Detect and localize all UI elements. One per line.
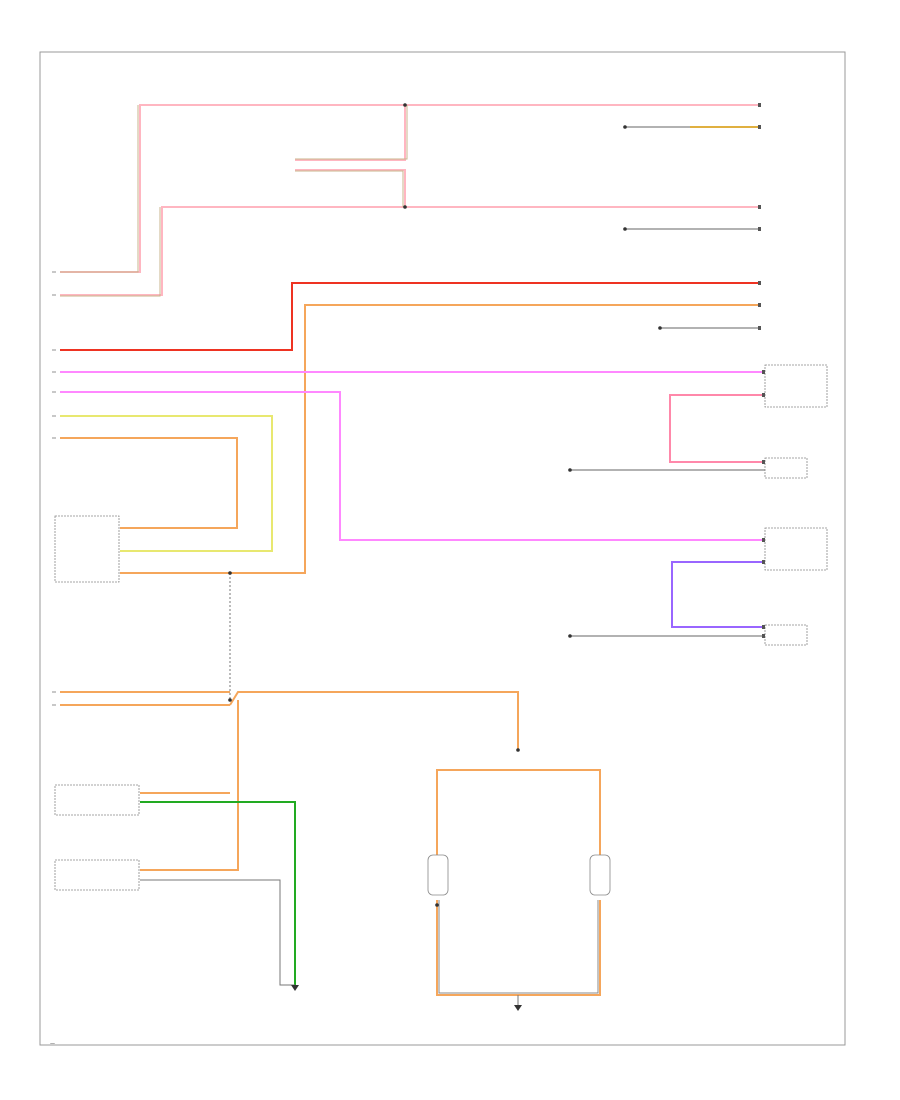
left-loops: [60, 415, 273, 552]
splice-dot: [568, 468, 572, 472]
splice-dot: [623, 227, 627, 231]
splice-dot: [623, 125, 627, 129]
pin: [762, 560, 765, 564]
wire-splice-branch-b-tan: [295, 170, 404, 207]
splice-dot: [403, 205, 407, 209]
ground-icon: [514, 1005, 522, 1011]
switch-module-left: [54, 515, 120, 583]
wire-tan-lower: [60, 207, 161, 297]
splice-dot: [228, 698, 232, 702]
left-connector-ticks: [52, 271, 56, 706]
wire-lamp-bottom: [436, 900, 601, 996]
wire-splice-branch-a: [295, 105, 406, 161]
wire-orange-loop: [60, 437, 238, 529]
pin: [758, 281, 761, 285]
pin: [758, 303, 761, 307]
pin: [762, 634, 765, 638]
pin: [758, 326, 761, 330]
wire-orange-feed-top: [120, 304, 760, 574]
pin: [762, 538, 765, 542]
wire-orange-down-right: [140, 700, 239, 871]
wire-orange-to-lamps: [229, 691, 519, 750]
splice-dot: [516, 748, 520, 752]
pin: [762, 393, 765, 397]
splice-dot: [435, 903, 439, 907]
pin: [758, 125, 761, 129]
splice-dot: [658, 326, 662, 330]
lower-feed: [60, 573, 519, 986]
wire-green-ground: [140, 801, 296, 985]
pin: [762, 370, 765, 374]
connector-right-mid: [764, 457, 808, 479]
wire-violet-return-lower: [671, 561, 765, 628]
lamp-bulb-right: [589, 854, 611, 896]
pin: [758, 227, 761, 231]
connector-right-bottom: [764, 624, 808, 646]
top-fused-circuits: [60, 104, 760, 329]
red-orange-feeds: [60, 282, 760, 574]
components: [54, 364, 828, 896]
splices: [228, 103, 662, 907]
footer-tag: —: [50, 1041, 55, 1047]
wire-pink-upper: [60, 104, 760, 273]
splice-dot: [228, 571, 232, 575]
connector-right-lower: [764, 527, 828, 571]
splice-dot: [403, 103, 407, 107]
wire-lamp-top: [436, 769, 601, 860]
wire-splice-branch-b: [295, 169, 406, 207]
diagram-border: [39, 51, 846, 1046]
wire-lamp-bottom-gray: [438, 900, 599, 994]
wire-red-feed: [60, 282, 760, 351]
wire-magenta-return-upper: [669, 394, 765, 463]
pin: [762, 460, 765, 464]
ground-icon: [291, 985, 299, 991]
wire-magenta-lower: [60, 391, 765, 541]
connector-pins: [758, 103, 765, 638]
pin: [758, 103, 761, 107]
wire-tan-upper: [60, 105, 139, 273]
wire-gray-ground: [140, 879, 295, 986]
lamp-left-lower: [54, 859, 140, 891]
connector-right-upper: [764, 364, 828, 408]
wire-splice-branch-a-tan: [295, 105, 408, 160]
pin: [758, 205, 761, 209]
lamp-circuit: [436, 769, 601, 1005]
lamp-left-upper: [54, 784, 140, 816]
wire-yellow-loop: [60, 415, 273, 552]
pin: [762, 625, 765, 629]
magenta-circuits: [60, 371, 765, 637]
splice-dot: [568, 634, 572, 638]
ground-symbols: [291, 985, 522, 1011]
lamp-bulb-left: [427, 854, 449, 896]
wire-pink-lower: [60, 206, 760, 296]
